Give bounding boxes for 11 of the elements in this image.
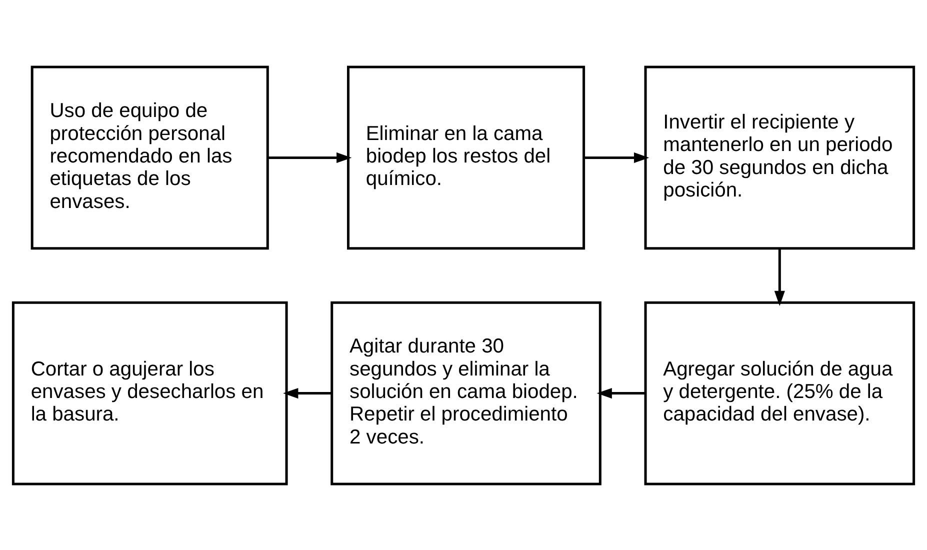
arrow <box>584 152 650 163</box>
node-box: Agitar durante 30 segundos y eliminar la solución en cama biodep. Repetir el procedimiento 2 veces. <box>330 300 602 485</box>
node-box: Uso de equipo de protección personal recomendado en las etiquetas de los envases. <box>30 65 269 250</box>
node-box: Cortar o agujerar los envases y desecharlos en la basura. <box>12 300 288 485</box>
arrow <box>774 248 785 306</box>
arrow <box>283 387 332 398</box>
node-box: Eliminar en la cama biodep los restos del químico. <box>347 65 586 250</box>
arrow <box>596 387 646 398</box>
node-box: Agregar solución de agua y detergente. (25% de la capacidad del envase). <box>644 300 916 485</box>
arrow <box>268 152 352 163</box>
node-box: Invertir el recipiente y mantenerlo en un periodo de 30 segundos en dicha posición. <box>644 65 916 250</box>
